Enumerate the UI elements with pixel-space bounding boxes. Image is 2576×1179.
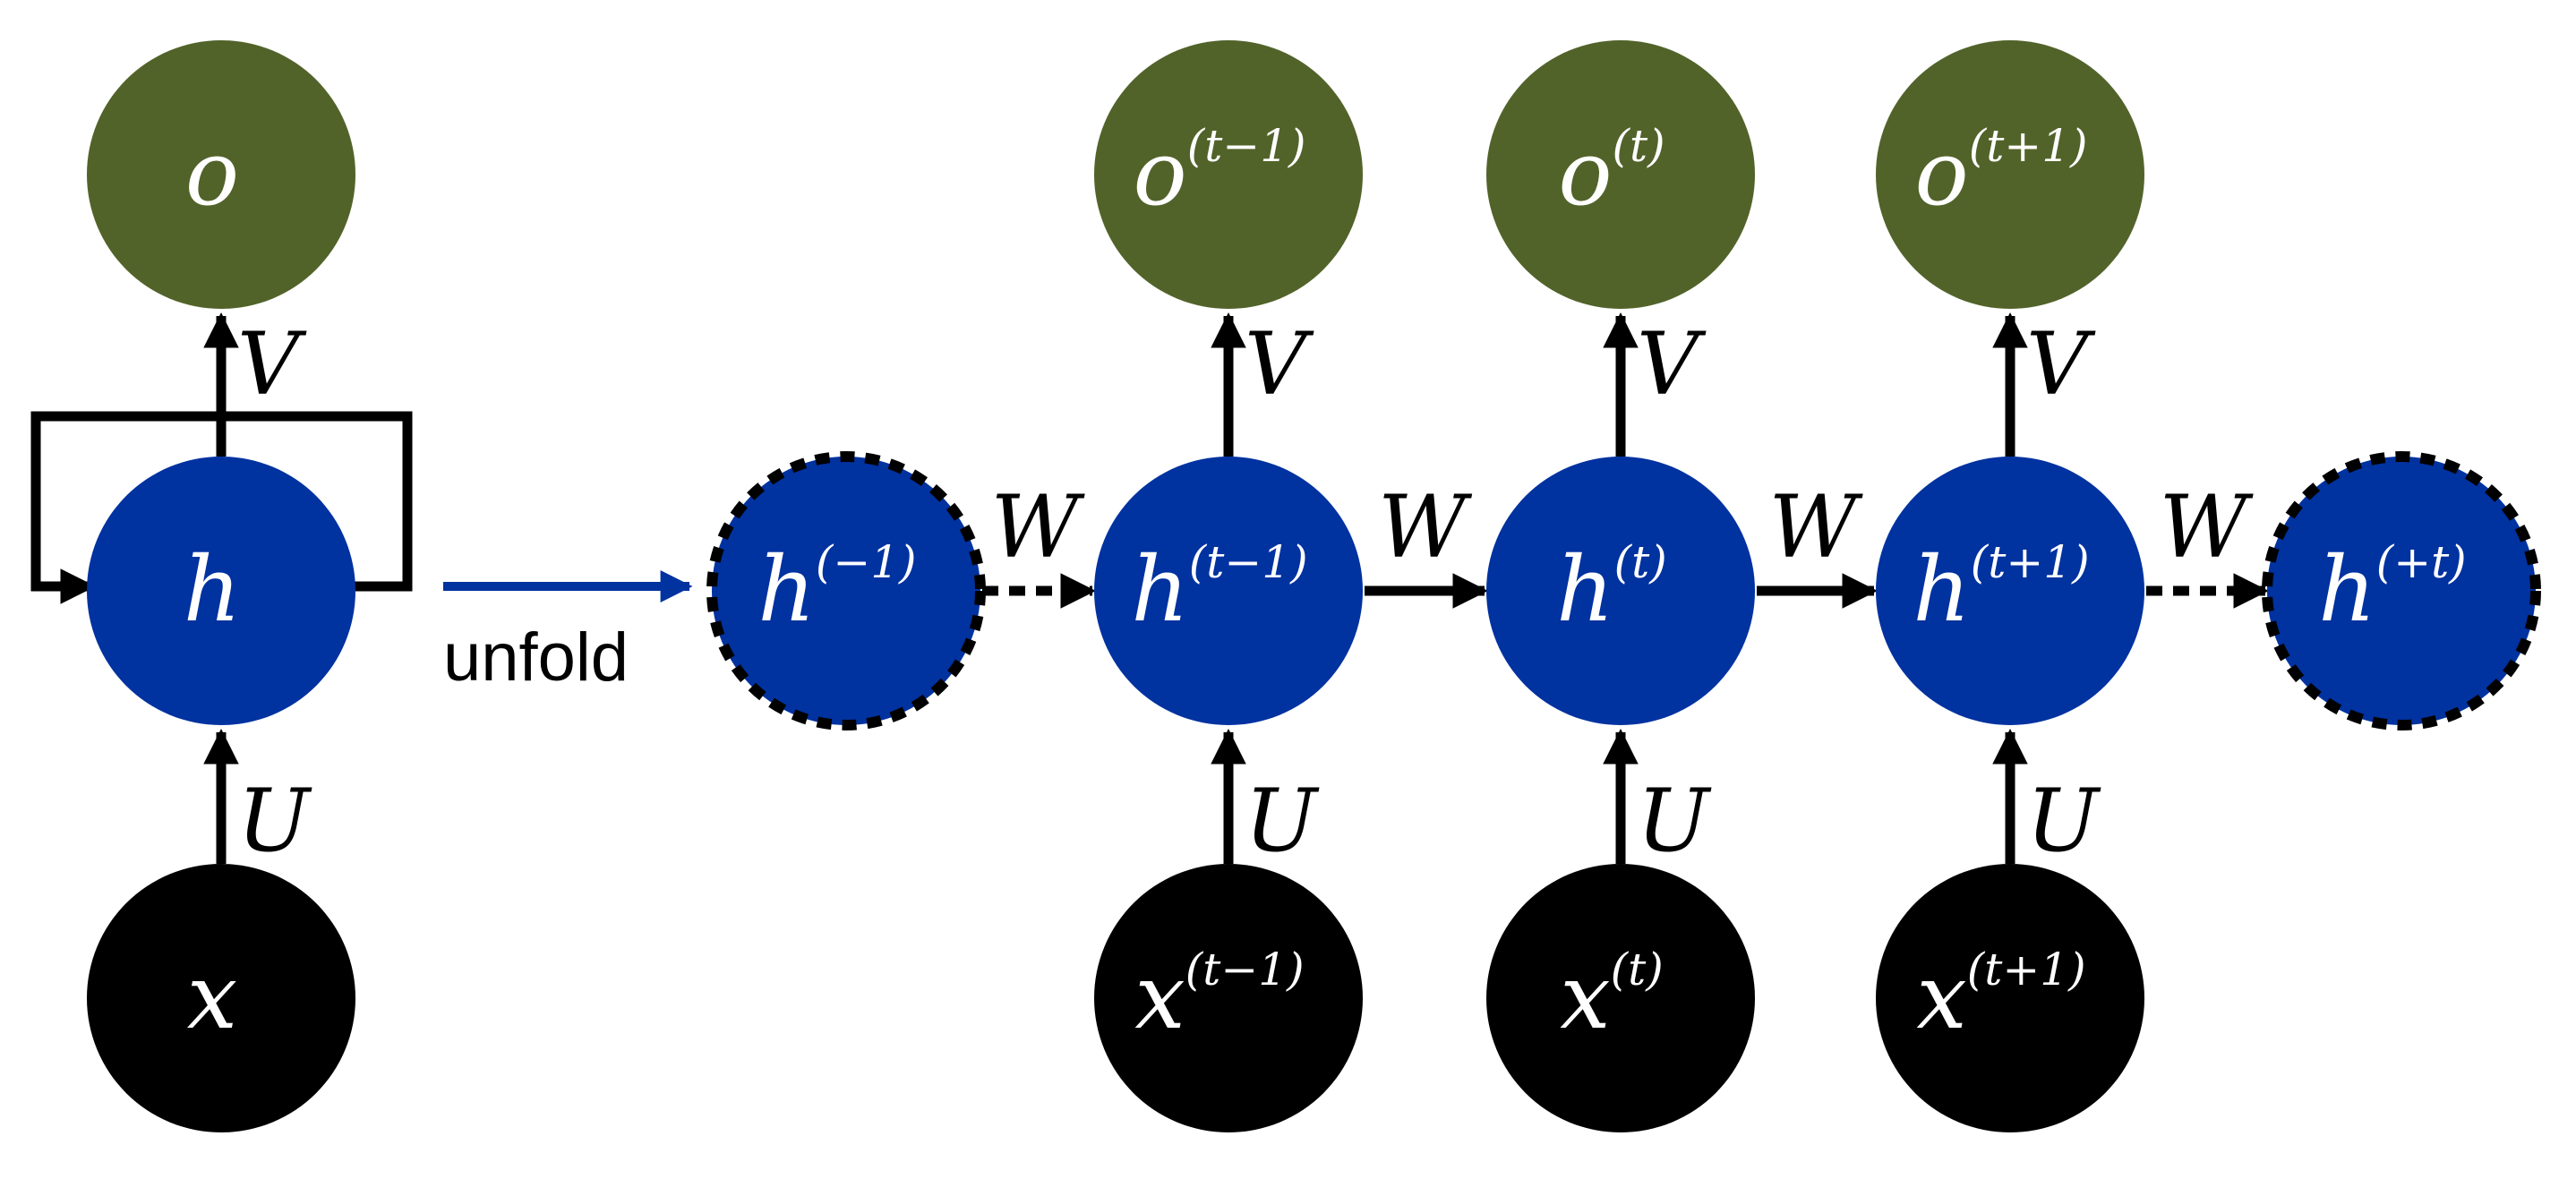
step-1-input-node-label: x(t) xyxy=(1560,944,1664,1049)
recurrent-w-label-1: W xyxy=(1378,477,1473,577)
step-2-hidden-node-superscript: (t+1) xyxy=(1971,536,2090,588)
step-0-input-node-symbol: x xyxy=(1134,944,1185,1049)
boundary-right-hidden-node-label: h(+t) xyxy=(2318,536,2466,642)
folded-input-node-symbol: x xyxy=(187,944,237,1049)
folded-output-node-symbol: o xyxy=(185,121,239,226)
recurrent-w-label-0: W xyxy=(991,477,1086,577)
step-0-output-node-superscript: (t−1) xyxy=(1187,120,1306,172)
edges xyxy=(30,312,2269,864)
step-1-hidden-node xyxy=(1486,457,1755,725)
folded-hidden-node xyxy=(87,457,355,725)
step-0-input-node xyxy=(1094,864,1363,1132)
folded-output-node xyxy=(87,40,355,309)
step-2-input-node xyxy=(1876,864,2144,1132)
boundary-left-hidden-node-symbol: h xyxy=(757,537,815,642)
step-2-output-node-superscript: (t+1) xyxy=(1969,120,2088,172)
step-1-hidden-node-superscript: (t) xyxy=(1614,536,1667,588)
step-0-output-node-label: o(t−1) xyxy=(1133,120,1305,226)
step-2-hidden-node-symbol: h xyxy=(1913,537,1970,642)
step-1-input-node-symbol: x xyxy=(1560,944,1610,1049)
step-0-v-label: V xyxy=(1245,314,1314,414)
step-0-hidden-node-symbol: h xyxy=(1131,537,1188,642)
step-0-output-node xyxy=(1094,40,1363,309)
step-2-input-node-superscript: (t+1) xyxy=(1967,944,2086,995)
step-2-output-node-label: o(t+1) xyxy=(1914,120,2087,226)
step-0-u-label: U xyxy=(1245,771,1320,871)
step-0-hidden-node-label: h(t−1) xyxy=(1131,536,1307,642)
recurrent-w-label-2: W xyxy=(1769,477,1864,577)
nodes xyxy=(87,40,2541,1132)
folded-u-label: U xyxy=(237,771,312,871)
folded-v-label: V xyxy=(237,314,307,414)
step-1-u-label: U xyxy=(1637,771,1712,871)
folded-hidden-node-label: h xyxy=(184,537,241,642)
boundary-left-hidden-node-superscript: (−1) xyxy=(816,536,917,588)
folded-input-node xyxy=(87,864,355,1132)
boundary-left-hidden-node-label: h(−1) xyxy=(757,536,916,642)
boundary-left-hidden-node xyxy=(706,451,986,730)
step-2-v-label: V xyxy=(2026,314,2096,414)
step-0-hidden-node-superscript: (t−1) xyxy=(1189,536,1308,588)
step-1-output-node-superscript: (t) xyxy=(1613,120,1665,172)
step-1-input-node-superscript: (t) xyxy=(1611,944,1664,995)
folded-input-node-label: x xyxy=(187,944,237,1049)
step-2-input-node-symbol: x xyxy=(1916,944,1966,1049)
step-2-u-label: U xyxy=(2026,771,2101,871)
unfold-label: unfold xyxy=(443,619,629,696)
step-0-input-node-label: x(t−1) xyxy=(1134,944,1304,1049)
step-1-output-node-symbol: o xyxy=(1558,121,1612,226)
step-0-hidden-node xyxy=(1094,457,1363,725)
step-2-output-node-symbol: o xyxy=(1914,121,1968,226)
step-1-hidden-node-symbol: h xyxy=(1556,537,1613,642)
recurrent-w-label-3: W xyxy=(2160,477,2255,577)
step-0-input-node-superscript: (t−1) xyxy=(1185,944,1305,995)
folded-output-node-label: o xyxy=(185,121,239,226)
step-2-output-node xyxy=(1876,40,2144,309)
step-1-v-label: V xyxy=(1637,314,1707,414)
step-0-output-node-symbol: o xyxy=(1133,121,1186,226)
step-2-hidden-node xyxy=(1876,457,2144,725)
step-1-input-node xyxy=(1486,864,1755,1132)
step-1-output-node xyxy=(1486,40,1755,309)
step-1-hidden-node-label: h(t) xyxy=(1556,536,1667,642)
folded-hidden-node-symbol: h xyxy=(184,537,241,642)
step-2-input-node-label: x(t+1) xyxy=(1916,944,2085,1049)
boundary-right-hidden-node-superscript: (+t) xyxy=(2376,536,2467,588)
boundary-right-hidden-node xyxy=(2262,451,2541,730)
step-2-hidden-node-label: h(t+1) xyxy=(1913,536,2089,642)
folded-recurrent-loop-arrow xyxy=(30,411,413,604)
step-1-output-node-label: o(t) xyxy=(1558,120,1665,226)
boundary-right-hidden-node-symbol: h xyxy=(2318,537,2375,642)
